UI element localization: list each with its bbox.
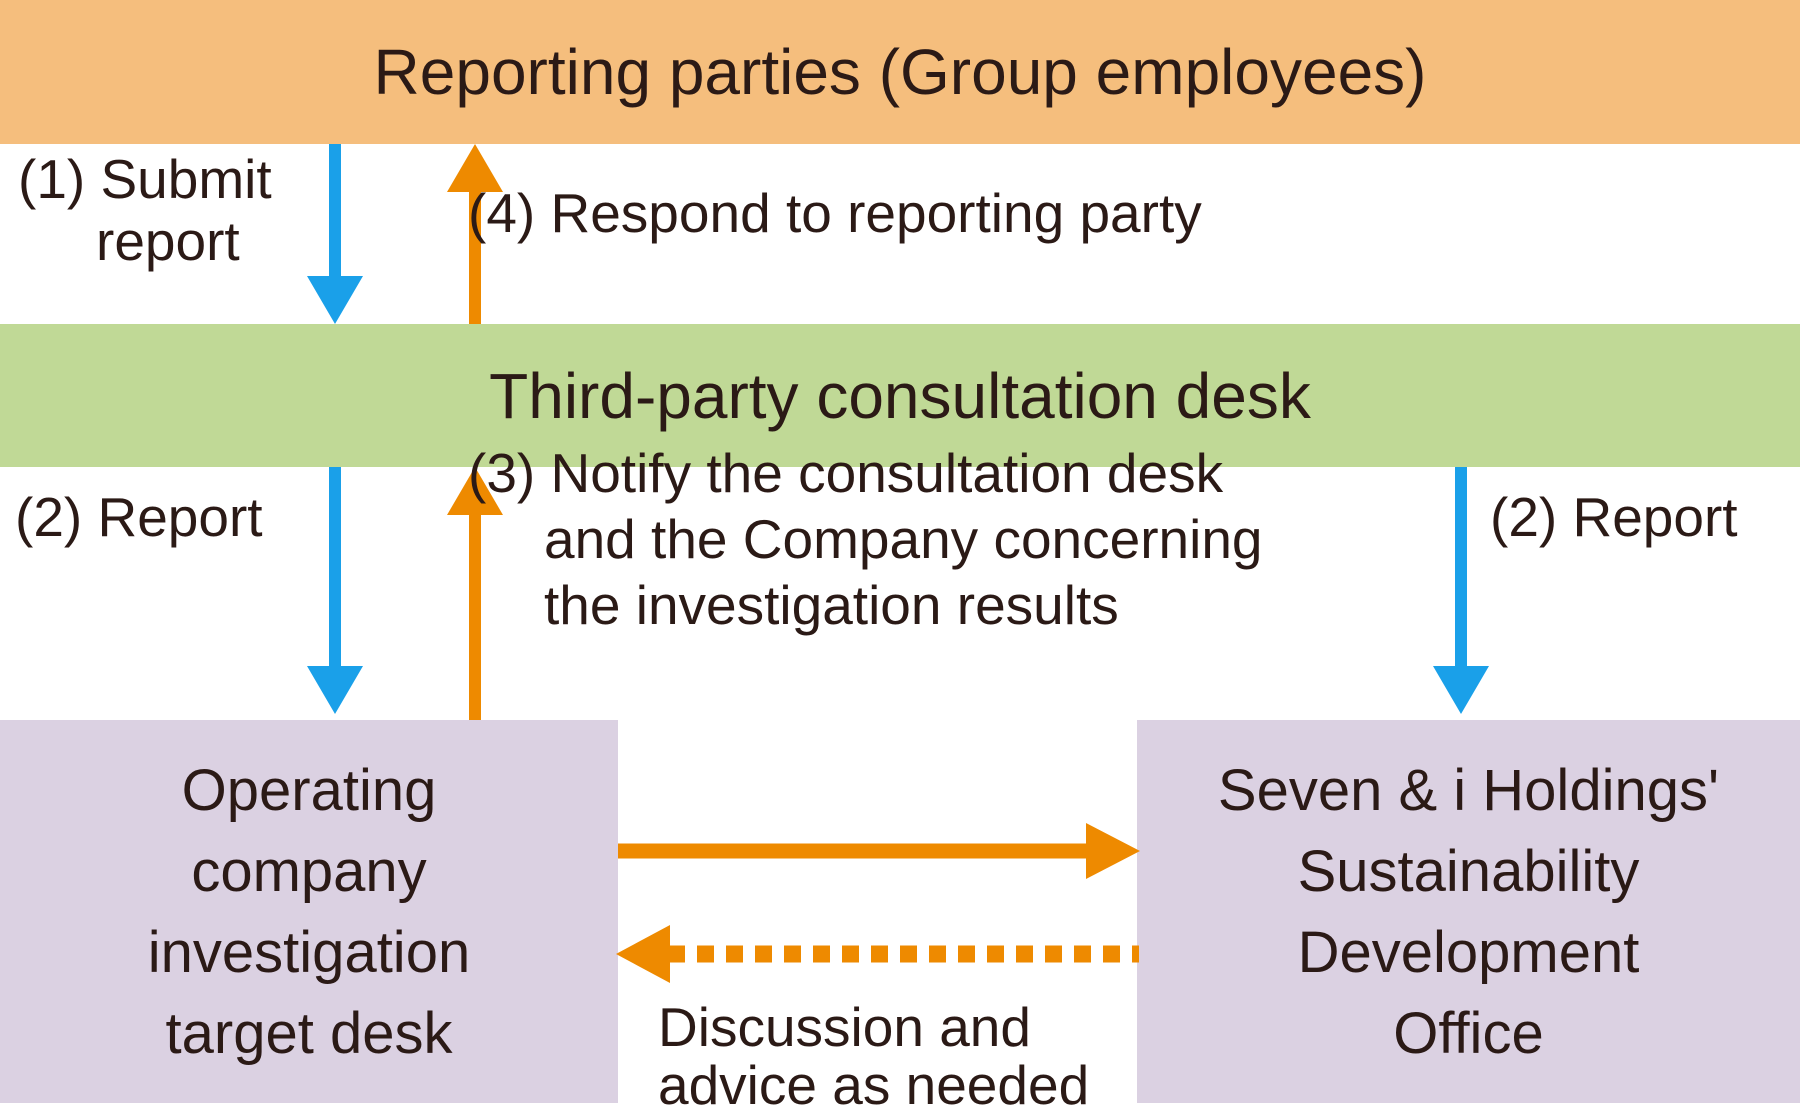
- arrow-up-notify-icon: [447, 467, 503, 720]
- label-report-right: (2) Report: [1490, 486, 1738, 548]
- arrow-down-submit-report-icon: [307, 144, 363, 324]
- arrow-shaft: [469, 513, 481, 720]
- banner-consultation-desk-label: Third-party consultation desk: [489, 359, 1311, 432]
- arrow-right-report-to-office-icon: [618, 822, 1140, 880]
- arrow-shaft: [618, 843, 1090, 859]
- arrow-head: [307, 666, 363, 714]
- arrow-left-dashed-discussion-icon: [616, 925, 1139, 983]
- arrow-head: [616, 925, 670, 983]
- banner-reporting-parties-label: Reporting parties (Group employees): [373, 36, 1427, 108]
- arrow-up-respond-icon: [447, 144, 503, 324]
- banner-reporting-parties: Reporting parties (Group employees): [0, 0, 1800, 144]
- label-report-left: (2) Report: [15, 486, 263, 548]
- arrow-head: [447, 144, 503, 192]
- arrow-down-report-right-icon: [1433, 467, 1489, 714]
- banner-consultation-desk: Third-party consultation desk: [0, 324, 1800, 467]
- arrow-shaft: [1455, 467, 1467, 668]
- arrow-head: [307, 276, 363, 324]
- arrow-shaft: [329, 144, 341, 278]
- arrow-head: [447, 467, 503, 515]
- arrow-head: [1086, 823, 1140, 879]
- arrow-head: [1433, 666, 1489, 714]
- label-respond: (4) Respond to reporting party: [468, 182, 1202, 244]
- arrow-shaft: [469, 190, 481, 324]
- arrow-shaft: [668, 945, 1139, 963]
- arrow-down-report-left-icon: [307, 467, 363, 714]
- arrow-shaft: [329, 467, 341, 668]
